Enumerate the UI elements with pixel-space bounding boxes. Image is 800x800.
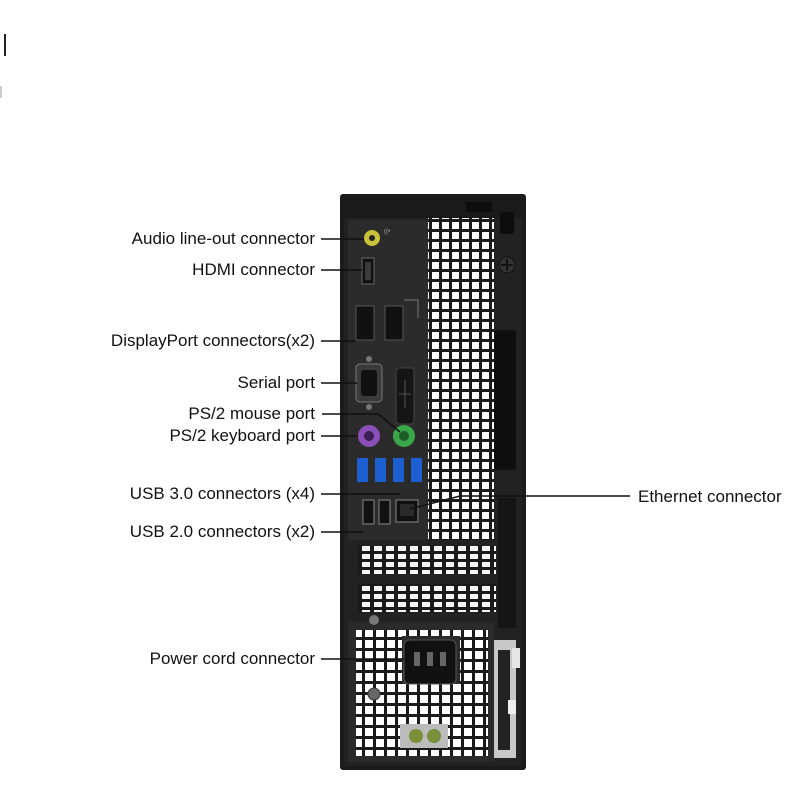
ps2-mouse-label: PS/2 mouse port	[188, 404, 315, 423]
usb3-label: USB 3.0 connectors (x4)	[129, 484, 315, 503]
usb2-label: USB 2.0 connectors (x2)	[129, 522, 315, 541]
crop-mark	[4, 34, 6, 56]
usb3-ports	[357, 458, 422, 482]
expansion-slot-cover	[358, 546, 496, 574]
upper-vent-grille	[428, 218, 494, 542]
serial-port-label: Serial port	[237, 373, 315, 392]
usb2-ports	[362, 499, 391, 525]
svg-text:((•: ((•	[384, 229, 390, 235]
power-cord-label: Power cord connector	[149, 649, 315, 668]
leader-lines	[321, 238, 630, 660]
displayport-port	[384, 305, 404, 341]
ethernet-label: Ethernet connector	[638, 487, 782, 506]
ps2-keyboard-label: PS/2 keyboard port	[169, 426, 315, 445]
hdmi-label: HDMI connector	[192, 260, 315, 279]
displayport-port	[355, 305, 375, 341]
expansion-slot-cover	[358, 584, 496, 612]
displayport-label: DisplayPort connectors(x2)	[110, 331, 315, 350]
crop-mark	[0, 86, 2, 98]
audio-line-out-label: Audio line-out connector	[131, 229, 315, 248]
